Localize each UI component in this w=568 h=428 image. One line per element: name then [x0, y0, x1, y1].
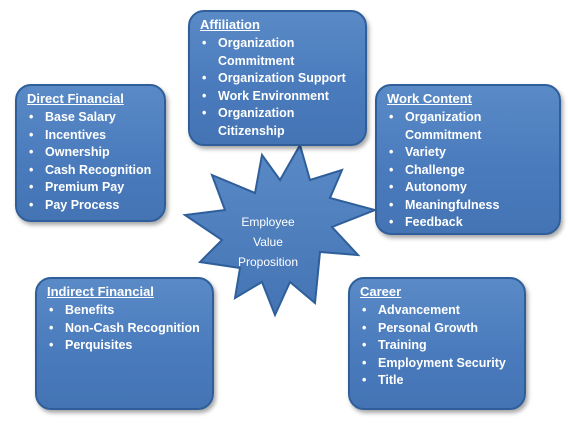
list-item: Incentives	[27, 127, 156, 145]
center-label-line-3: Proposition	[237, 255, 299, 269]
career-box: Career Advancement Personal Growth Train…	[348, 277, 526, 410]
direct-financial-list: Base Salary Incentives Ownership Cash Re…	[27, 109, 156, 214]
indirect-financial-box: Indirect Financial Benefits Non-Cash Rec…	[35, 277, 214, 410]
list-item: Organization Commitment	[387, 109, 551, 144]
list-item: Autonomy	[387, 179, 551, 197]
affiliation-list: Organization Commitment Organization Sup…	[200, 35, 357, 140]
career-title: Career	[360, 284, 402, 299]
list-item: Personal Growth	[360, 320, 516, 338]
list-item: Organization Support	[200, 70, 357, 88]
list-item: Organization Citizenship	[200, 105, 357, 140]
list-item: Organization Commitment	[200, 35, 357, 70]
list-item: Base Salary	[27, 109, 156, 127]
list-item: Non-Cash Recognition	[47, 320, 204, 338]
center-label-line-1: Employee	[241, 215, 295, 229]
star-shape	[182, 142, 379, 318]
affiliation-box: Affiliation Organization Commitment Orga…	[188, 10, 367, 146]
indirect-financial-title: Indirect Financial	[47, 284, 154, 299]
center-label: Employee Value Proposition	[212, 212, 324, 272]
list-item: Premium Pay	[27, 179, 156, 197]
direct-financial-box: Direct Financial Base Salary Incentives …	[15, 84, 166, 222]
list-item: Benefits	[47, 302, 204, 320]
work-content-title: Work Content	[387, 91, 472, 106]
list-item: Feedback	[387, 214, 551, 232]
work-content-box: Work Content Organization Commitment Var…	[375, 84, 561, 235]
direct-financial-title: Direct Financial	[27, 91, 124, 106]
indirect-financial-list: Benefits Non-Cash Recognition Perquisite…	[47, 302, 204, 355]
list-item: Meaningfulness	[387, 197, 551, 215]
list-item: Work Environment	[200, 88, 357, 106]
list-item: Challenge	[387, 162, 551, 180]
list-item: Perquisites	[47, 337, 204, 355]
affiliation-title: Affiliation	[200, 17, 260, 32]
list-item: Employment Security	[360, 355, 516, 373]
list-item: Training	[360, 337, 516, 355]
work-content-list: Organization Commitment Variety Challeng…	[387, 109, 551, 232]
list-item: Cash Recognition	[27, 162, 156, 180]
list-item: Pay Process	[27, 197, 156, 215]
center-label-line-2: Value	[253, 235, 283, 249]
career-list: Advancement Personal Growth Training Emp…	[360, 302, 516, 390]
list-item: Title	[360, 372, 516, 390]
list-item: Variety	[387, 144, 551, 162]
list-item: Advancement	[360, 302, 516, 320]
list-item: Ownership	[27, 144, 156, 162]
